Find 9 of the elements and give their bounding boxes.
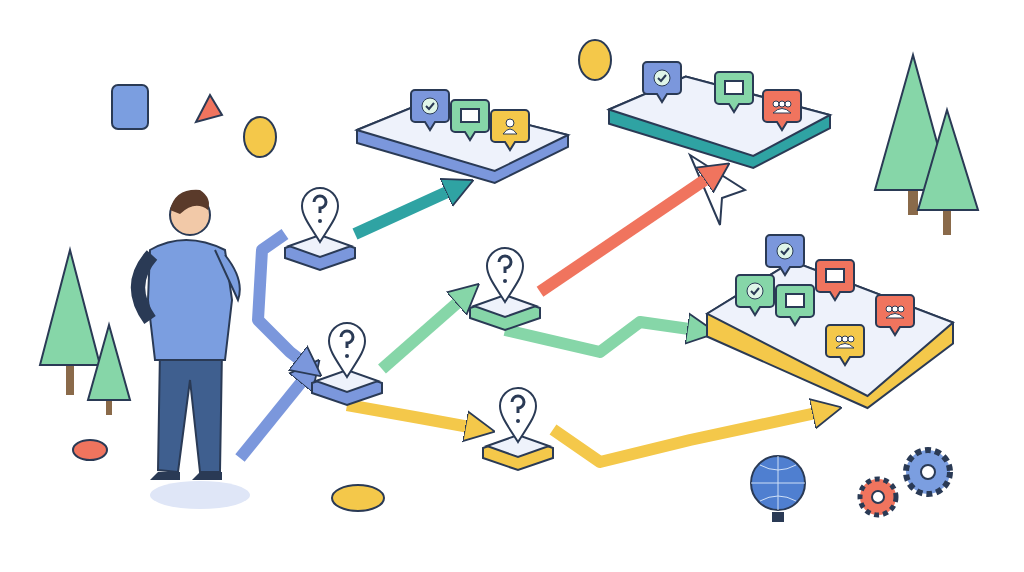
decision-tile: [312, 325, 382, 405]
arrow: [536, 162, 731, 297]
decision-tile: [285, 190, 355, 270]
arrow: [549, 398, 843, 468]
arrow: [378, 282, 480, 374]
arrow: [352, 177, 475, 240]
decision-tile: [470, 245, 540, 330]
arrow: [345, 399, 496, 442]
arrow: [235, 358, 321, 462]
